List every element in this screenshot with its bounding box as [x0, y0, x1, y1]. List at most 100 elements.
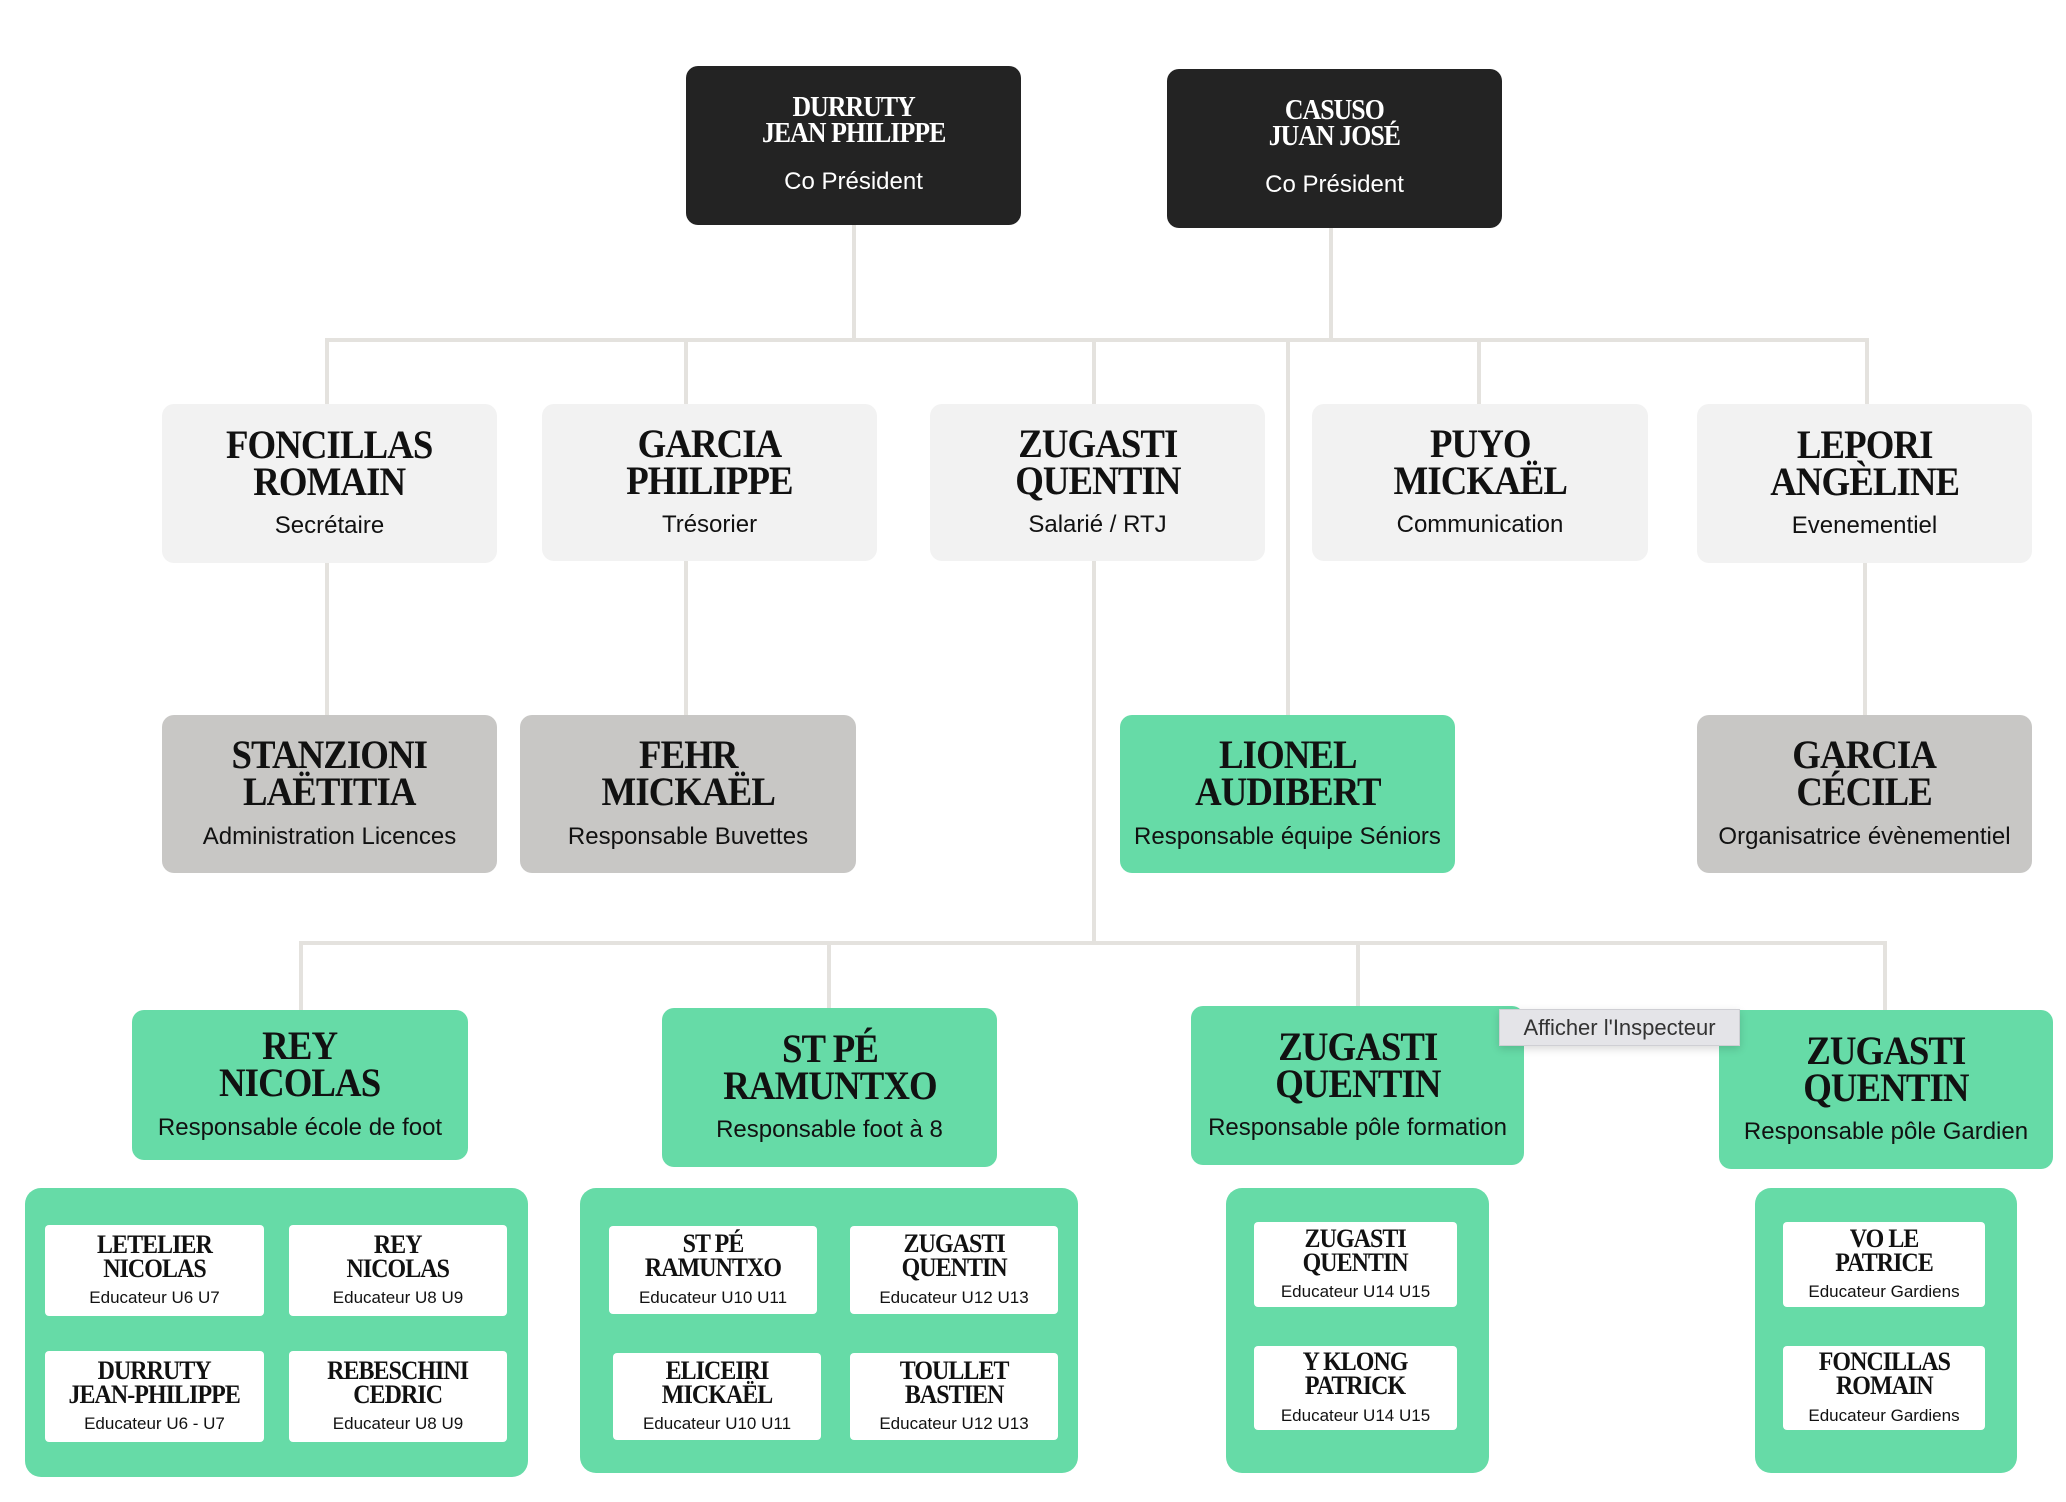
- name-line: MICKAËL: [601, 769, 775, 814]
- name-line: ROMAIN: [253, 458, 407, 504]
- name-line: ZUGASTI: [1017, 420, 1178, 466]
- name-line: LEPORI: [1796, 421, 1933, 467]
- name-line: PUYO: [1429, 420, 1531, 466]
- name-line: QUENTIN: [1302, 1247, 1409, 1277]
- connector-line: [325, 340, 329, 404]
- name-line: TOULLET: [899, 1355, 1010, 1385]
- connector-line: [684, 561, 688, 715]
- connector-line: [1092, 561, 1096, 943]
- name-line: PATRICK: [1305, 1371, 1406, 1400]
- name-line: PATRICE: [1835, 1247, 1934, 1277]
- person-role: Organisatrice évènementiel: [1718, 822, 2011, 850]
- connector-line: [684, 340, 688, 404]
- inspector-tooltip[interactable]: Afficher l'Inspecteur: [1499, 1009, 1740, 1046]
- name-line: RAMUNTXO: [644, 1253, 782, 1282]
- name-line: PHILIPPE: [626, 457, 793, 503]
- person-role: Educateur U14 U15: [1280, 1405, 1431, 1425]
- name-line: FEHR: [638, 732, 738, 778]
- name-line: BASTIEN: [904, 1379, 1005, 1409]
- person-role: Educateur U8 U9: [332, 1414, 464, 1434]
- name-line: FONCILLAS: [1818, 1347, 1950, 1377]
- name-line: JUAN JOSÉ: [1268, 120, 1401, 152]
- person-role: Educateur Gardiens: [1808, 1282, 1960, 1302]
- person-role: Educateur U6 U7: [89, 1288, 220, 1308]
- person-role: Secrétaire: [274, 512, 385, 540]
- connector-line: [1092, 340, 1096, 404]
- name-line: ZUGASTI: [1806, 1027, 1966, 1073]
- name-line: ST PÉ: [781, 1025, 879, 1071]
- name-line: NICOLAS: [346, 1253, 450, 1283]
- name-line: ROMAIN: [1835, 1371, 1934, 1400]
- person-role: Educateur U10 U11: [638, 1287, 788, 1307]
- name-line: CEDRIC: [353, 1379, 444, 1409]
- name-line: NICOLAS: [103, 1253, 206, 1283]
- name-line: LAËTITIA: [243, 769, 417, 814]
- name-line: GARCIA: [1792, 732, 1938, 778]
- person-role: Responsable école de foot: [157, 1113, 443, 1141]
- name-line: REBESCHINI: [327, 1355, 469, 1385]
- name-line: MICKAËL: [1393, 457, 1567, 503]
- person-role: Trésorier: [661, 511, 758, 539]
- name-line: NICOLAS: [219, 1060, 381, 1105]
- name-line: LIONEL: [1218, 732, 1358, 778]
- name-line: QUENTIN: [1274, 1060, 1441, 1106]
- connector-line: [1477, 340, 1481, 404]
- person-role: Responsable pôle formation: [1208, 1114, 1507, 1142]
- connector-line: [1865, 340, 1869, 404]
- person-role: Co Président: [1265, 171, 1404, 199]
- name-line: STANZIONI: [231, 732, 428, 778]
- name-line: VO LE: [1849, 1223, 1920, 1253]
- person-role: Responsable foot à 8: [716, 1116, 943, 1144]
- connector-line: [1286, 340, 1290, 715]
- name-line: CASUSO: [1284, 94, 1385, 126]
- person-role: Administration Licences: [202, 822, 457, 850]
- person-role: Educateur U6 - U7: [84, 1414, 225, 1434]
- name-line: Y KLONG: [1303, 1347, 1409, 1377]
- connector-line: [299, 941, 1887, 945]
